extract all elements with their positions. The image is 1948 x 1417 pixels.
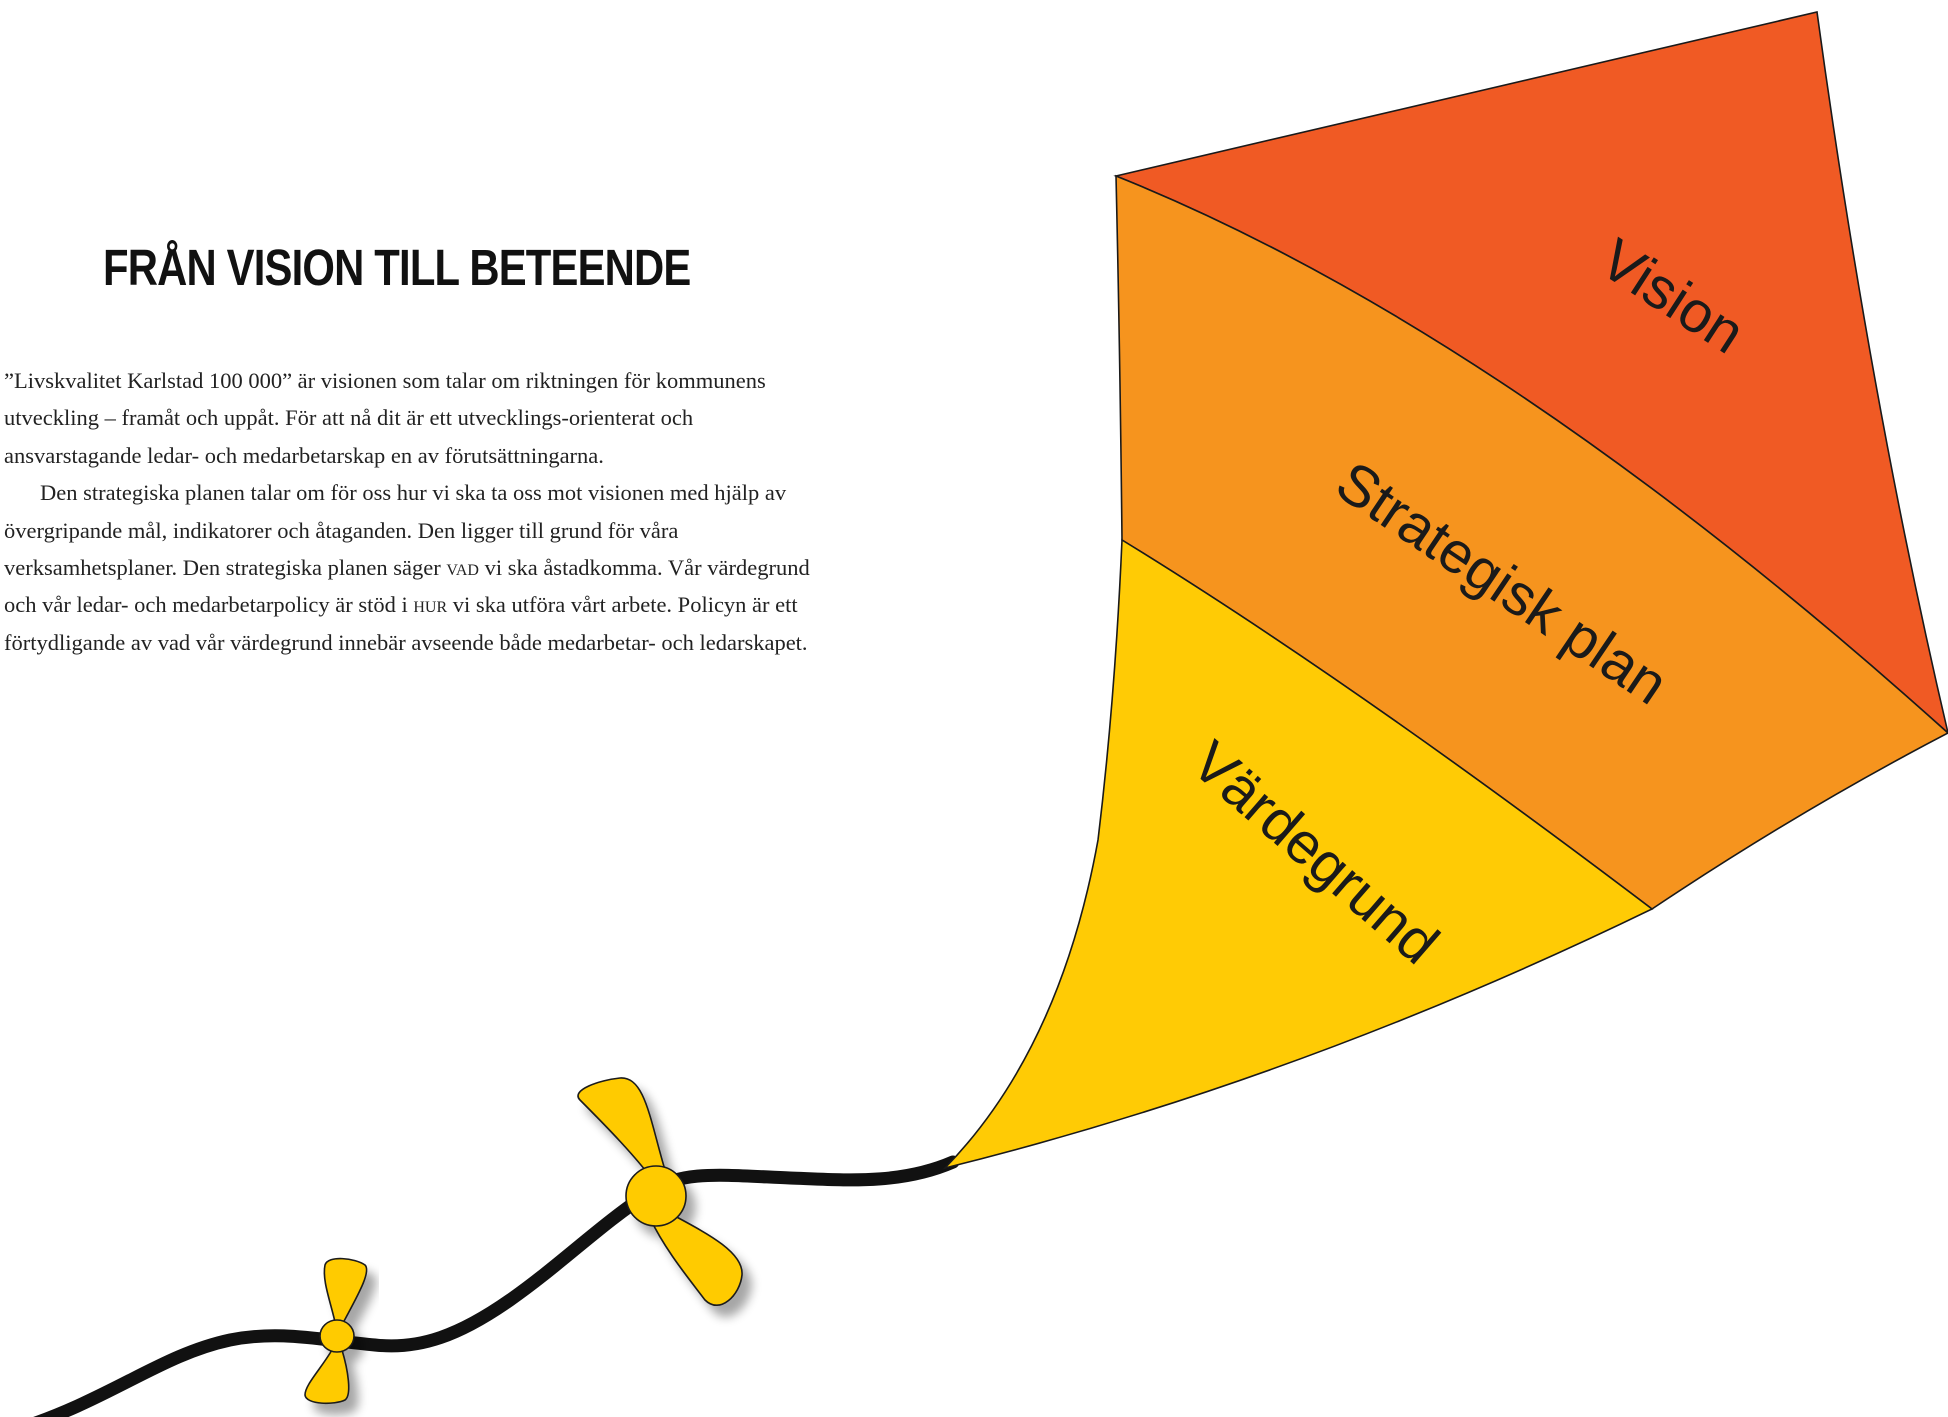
body-text: ”Livskvalitet Karlstad 100 000” är visio… (4, 362, 824, 661)
bow-small-icon (304, 1257, 368, 1405)
paragraph-strategy-text-b: vi ska åstadkomma. Vår värdegrund och vå… (4, 555, 810, 618)
kite-section-strategisk-plan (1115, 174, 1948, 910)
paragraph-strategy-text-c: vi ska utföra vårt arbete. Policyn är et… (4, 592, 808, 655)
kite-body (942, 11, 1948, 1170)
paragraph-strategy-text-a: Den strategiska planen talar om för oss … (4, 480, 787, 581)
keyword-vad: VAD (446, 555, 479, 581)
page-title: FRÅN VISION TILL BETEENDE (103, 239, 691, 296)
paragraph-vision: ”Livskvalitet Karlstad 100 000” är visio… (4, 368, 766, 468)
kite-section-vardegrund (942, 538, 1654, 1170)
bow-large-icon (577, 1077, 743, 1306)
keyword-hur: HUR (413, 592, 448, 618)
paragraph-strategy: Den strategiska planen talar om för oss … (4, 474, 824, 661)
kite-string (33, 1155, 960, 1417)
